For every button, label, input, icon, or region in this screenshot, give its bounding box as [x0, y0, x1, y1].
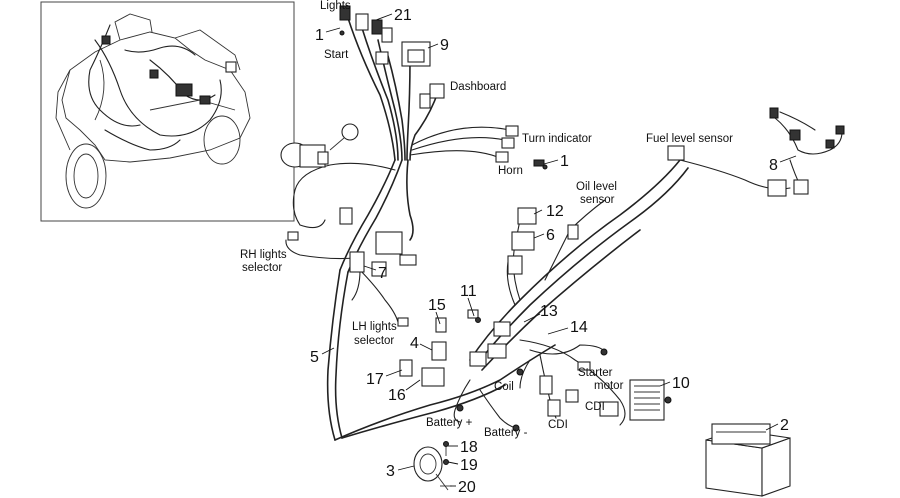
callout-numbers: 1 21 9 1 8 12 6 7 11 15 13 14 5 4 17 16 …: [310, 7, 789, 496]
callout-19: 19: [460, 457, 478, 474]
callout-13: 13: [540, 303, 558, 320]
battery: [705, 423, 791, 497]
text-labels: Lights Start Dashboard Turn indicator Ho…: [240, 0, 733, 439]
label-horn: Horn: [498, 165, 523, 177]
callout-7: 7: [378, 265, 387, 282]
label-rh-lights-selector-2: selector: [242, 262, 282, 274]
cdi-unit: [629, 379, 665, 421]
callout-12: 12: [546, 203, 564, 220]
label-dashboard: Dashboard: [450, 81, 506, 93]
callout-1-top: 1: [315, 27, 324, 44]
label-coil: Coil: [494, 381, 514, 393]
scooter-inset: [40, 1, 295, 222]
relay-12: [517, 207, 537, 225]
part-17: [399, 359, 413, 377]
callout-4: 4: [410, 335, 419, 352]
callout-8: 8: [769, 157, 778, 174]
fuel-sensor-connector: [667, 145, 685, 161]
callout-18: 18: [460, 439, 478, 456]
label-oil-level-sensor-1: Oil level: [576, 181, 617, 193]
front-wheel: [65, 143, 107, 209]
label-fuel-level-sensor: Fuel level sensor: [646, 133, 733, 145]
main-harness: [285, 17, 843, 441]
label-rh-lights-selector-1: RH lights: [240, 249, 287, 261]
label-oil-level-sensor-2: sensor: [580, 194, 615, 206]
label-battery-plus: Battery +: [426, 417, 473, 429]
callout-20: 20: [458, 479, 476, 496]
part-15: [435, 317, 447, 333]
callout-16: 16: [388, 387, 406, 404]
horn: [413, 446, 449, 491]
label-turn-indicator: Turn indicator: [522, 133, 592, 145]
callout-11: 11: [460, 283, 477, 300]
callout-2: 2: [780, 417, 789, 434]
inset-cdi-block: [175, 83, 193, 97]
part-16: [421, 367, 445, 387]
callout-21: 21: [394, 7, 412, 24]
label-lh-lights-selector-2: selector: [354, 335, 394, 347]
callout-10: 10: [672, 375, 690, 392]
label-lights: Lights: [320, 0, 351, 12]
label-lh-lights-selector-1: LH lights: [352, 321, 397, 333]
ignition-key: [341, 123, 359, 141]
label-starter-motor-2: motor: [594, 380, 624, 392]
label-battery-minus: Battery -: [484, 427, 528, 439]
scooter-illustration: [55, 13, 251, 209]
relay-6: [511, 231, 535, 251]
callout-3: 3: [386, 463, 395, 480]
label-starter-motor-1: Starter: [578, 367, 613, 379]
inset-frame: [40, 1, 295, 222]
callout-17: 17: [366, 371, 384, 388]
callout-15: 15: [428, 297, 446, 314]
label-cdi-upper: CDI: [585, 401, 605, 413]
leader-lines: [321, 13, 797, 487]
callout-1-right: 1: [560, 153, 569, 170]
label-cdi-lower: CDI: [548, 419, 568, 431]
oil-sensor: [567, 224, 579, 240]
rear-wheel: [203, 115, 241, 165]
callout-6: 6: [546, 227, 555, 244]
part-4: [431, 341, 447, 361]
callout-14: 14: [570, 319, 588, 336]
connectors: [280, 5, 845, 497]
label-start: Start: [324, 49, 349, 61]
callout-5: 5: [310, 349, 319, 366]
callout-9: 9: [440, 37, 449, 54]
